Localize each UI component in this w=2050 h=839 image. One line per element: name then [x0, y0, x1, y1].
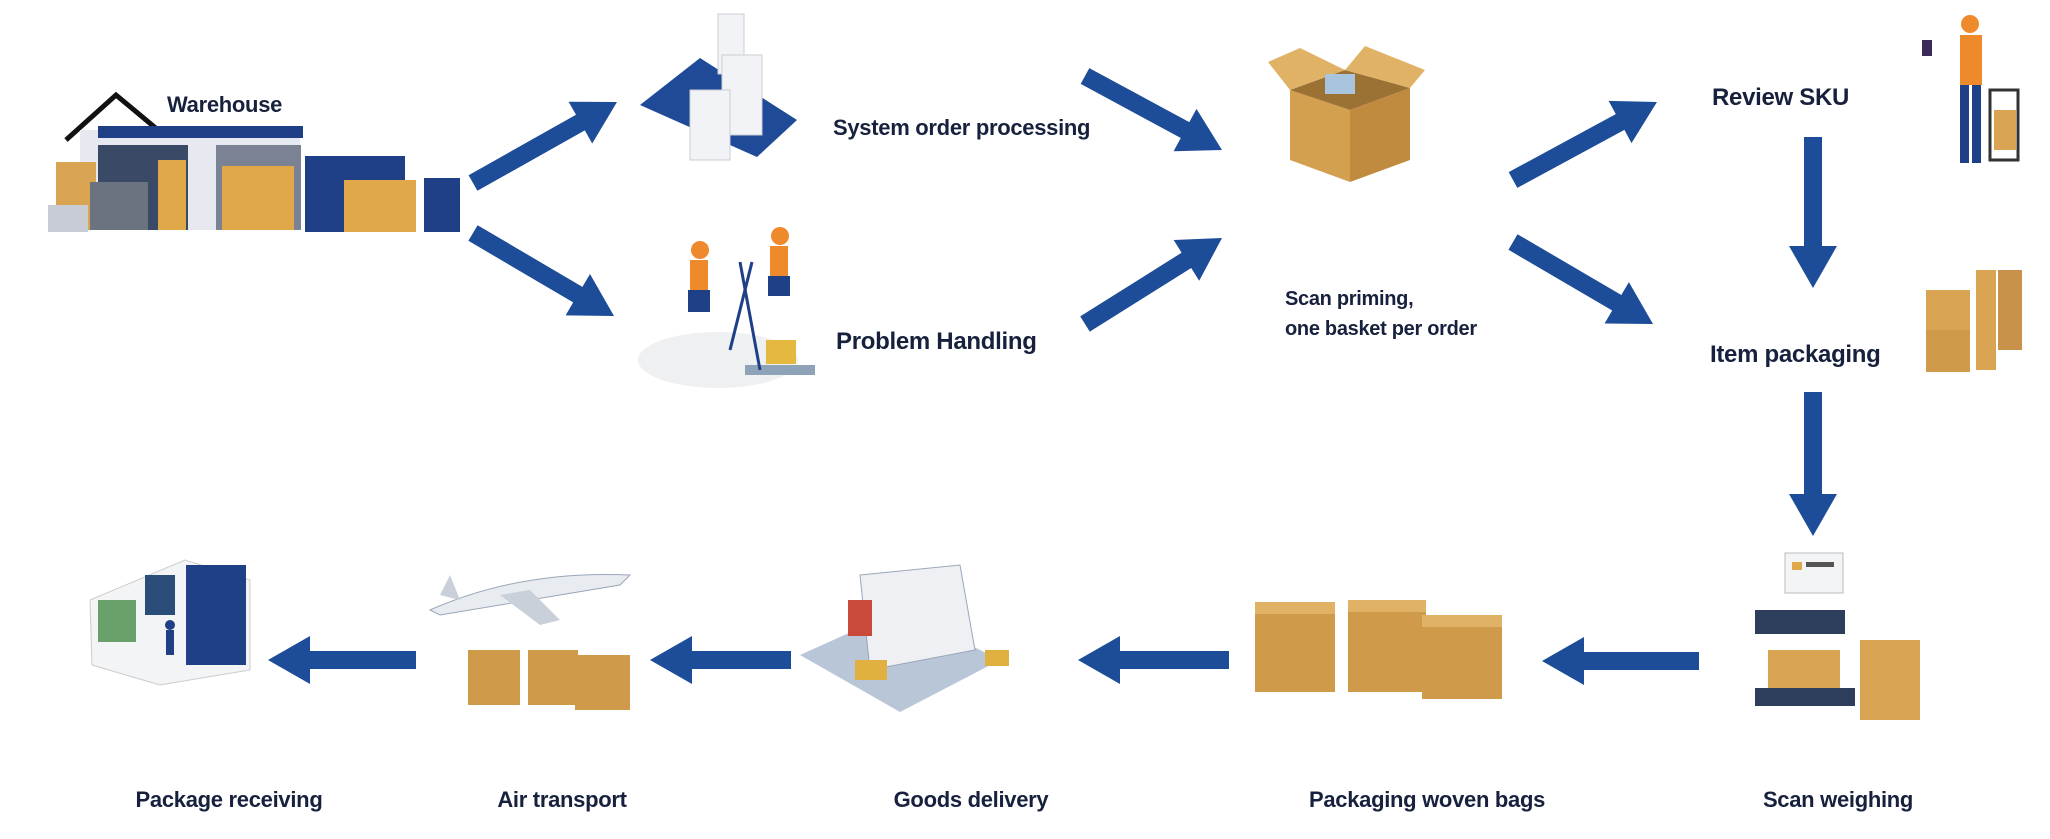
open-box-icon — [1268, 46, 1425, 182]
worker-scanner-icon — [1922, 15, 2020, 163]
receiving-station-icon — [89, 559, 251, 686]
label-package-receiving: Package receiving — [135, 787, 323, 812]
workers-cart-icon — [638, 227, 815, 388]
arrow-packaging-to-weighing — [1789, 392, 1837, 536]
arrow-problem-to-scan — [1080, 238, 1222, 332]
boxes-icon — [1255, 600, 1502, 699]
arrow-warehouse-to-problem — [468, 225, 614, 316]
arrow-weighing-to-bags — [1542, 637, 1699, 685]
label-warehouse: Warehouse — [167, 92, 283, 117]
label-goods-delivery: Goods delivery — [893, 787, 1049, 812]
warehouse-icon — [48, 91, 460, 232]
arrow-bags-to-delivery — [1078, 636, 1229, 684]
stacked-boxes-icon — [1926, 270, 2022, 372]
delivery-truck-icon — [800, 564, 1009, 712]
arrows — [268, 68, 1837, 685]
arrow-system-to-scan — [1080, 68, 1222, 152]
label-review-sku: Review SKU — [1712, 84, 1850, 111]
label-packaging-woven-bags: Packaging woven bags — [1308, 787, 1546, 812]
arrow-scan-to-packaging — [1508, 234, 1653, 324]
arrow-delivery-to-air — [650, 636, 791, 684]
airplane-icon — [428, 573, 632, 710]
arrow-air-to-receiving — [268, 636, 416, 684]
computer-terminals-icon — [640, 13, 797, 161]
label-problem-handling: Problem Handling — [836, 328, 1037, 355]
label-scan-priming-2: one basket per order — [1285, 318, 1477, 340]
label-scan-priming-1: Scan priming, — [1285, 288, 1414, 310]
label-scan-weighing: Scan weighing — [1762, 787, 1914, 812]
label-air-transport: Air transport — [497, 787, 627, 812]
arrow-review-to-packaging — [1789, 137, 1837, 288]
label-system-order-processing: System order processing — [833, 115, 1091, 140]
weighing-scale-icon — [1755, 552, 1920, 720]
arrow-scan-to-review — [1508, 100, 1657, 188]
label-item-packaging: Item packaging — [1710, 341, 1881, 368]
arrow-warehouse-to-system — [468, 101, 617, 191]
